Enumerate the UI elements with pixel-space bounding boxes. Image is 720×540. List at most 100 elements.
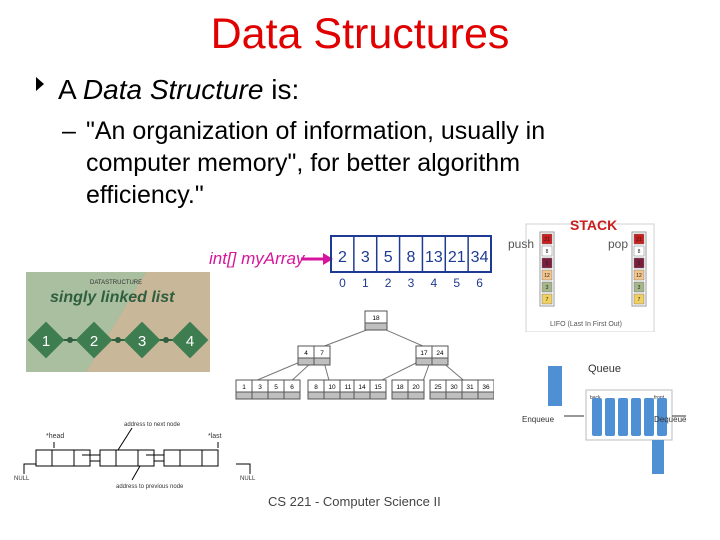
queue-items [564, 398, 686, 436]
queue-container [585, 389, 673, 441]
banner-node-label: 2 [90, 333, 98, 350]
stack-item-label: 12 [544, 273, 550, 279]
stack-item [541, 257, 553, 269]
banner-node [27, 321, 65, 359]
array-declaration-label: int[] myArray [209, 249, 306, 268]
btree-key: 17 [420, 350, 428, 357]
stack-item [541, 233, 553, 245]
stack-item-label: 3 [546, 285, 549, 291]
stack-column-outline [631, 231, 647, 307]
stack-pop-label: pop [608, 237, 628, 251]
doubly-linked-list-diagram: *head *last address to next node address… [14, 422, 256, 490]
stack-item-label: 5 [638, 261, 641, 267]
array-value: 5 [384, 249, 393, 266]
array-index: 3 [408, 276, 415, 290]
stack-left-column: 21 8 5 12 3 7 [539, 231, 555, 307]
banner-chain-link [163, 337, 169, 343]
queue-item [631, 398, 641, 436]
banner-title: singly linked list [50, 289, 175, 306]
btree-key: 11 [345, 384, 352, 391]
previous-address-label: address to previous node [116, 484, 184, 490]
btree-key: 14 [358, 384, 366, 391]
queue-item [657, 398, 667, 436]
array-index: 6 [476, 276, 483, 290]
array-outline [330, 235, 492, 273]
queue-item [605, 398, 615, 436]
head-label: *head [46, 433, 64, 440]
btree-key: 5 [274, 384, 278, 391]
linked-list-banner: DATASTRUCTURE singly linked list 1 2 3 4 [26, 272, 210, 372]
null-right-label: NULL [240, 476, 256, 482]
stack-item [633, 257, 645, 269]
stack-item [633, 233, 645, 245]
btree-key: 15 [374, 384, 382, 391]
array-index: 2 [385, 276, 392, 290]
btree-key: 7 [320, 350, 324, 357]
bullet-triangle-icon [36, 76, 44, 91]
btree-key: 3 [258, 384, 262, 391]
bullet-suffix: is: [263, 74, 300, 105]
stack-item [541, 269, 553, 281]
stack-caption: LIFO (Last In First Out) [550, 321, 622, 328]
btree-key: 36 [482, 384, 490, 391]
banner-chain-link [67, 337, 73, 343]
btree-pointer-row [307, 391, 357, 400]
banner-node-label: 1 [42, 333, 50, 350]
btree-key: 1 [242, 384, 246, 391]
stack-item [541, 293, 553, 305]
slide-title: Data Structures [210, 10, 510, 58]
stack-item-label: 8 [638, 249, 641, 255]
stack-item-label: 7 [638, 297, 641, 303]
dll-node [163, 449, 219, 467]
stack-item [541, 245, 553, 257]
banner-node [75, 321, 113, 359]
queue-item [644, 398, 654, 436]
stack-item-label: 21 [636, 237, 642, 243]
bullet-prefix: A [58, 74, 83, 105]
array-value: 2 [338, 249, 347, 266]
bullet-line: A Data Structure is: [36, 72, 299, 108]
stack-push-label: push [508, 237, 534, 251]
dll-node [99, 449, 155, 467]
banner-node-label: 4 [186, 333, 194, 350]
dll-node [35, 449, 91, 467]
stack-title: STACK [570, 217, 617, 233]
banner-nodes: 1 2 3 4 [27, 321, 209, 359]
banner-node [123, 321, 161, 359]
btree-key: 10 [328, 384, 336, 391]
btree-key: 18 [372, 315, 380, 322]
stack-item [633, 281, 645, 293]
null-right-pointer [236, 463, 251, 474]
btree-key: 6 [290, 384, 294, 391]
stack-item-label: 5 [546, 261, 549, 267]
stack-item [541, 281, 553, 293]
queue-title: Queue [588, 363, 621, 375]
banner-chain-link [115, 337, 121, 343]
array-index: 0 [339, 276, 346, 290]
queue-figure: Queue back front Enqueue Dequeue [522, 363, 687, 474]
banner-header: DATASTRUCTURE [90, 280, 142, 286]
previous-address-pointer [131, 465, 141, 481]
queue-item [618, 398, 628, 436]
btree-key: 8 [314, 384, 318, 391]
array-index: 4 [431, 276, 438, 290]
stack-item [633, 269, 645, 281]
dequeue-label: Dequeue [654, 415, 687, 424]
enqueue-label: Enqueue [522, 415, 555, 424]
banner-node [171, 321, 209, 359]
banner-node-label: 3 [138, 333, 146, 350]
btree-key: 18 [396, 384, 404, 391]
sub-bullet-dash: – [62, 117, 76, 145]
next-address-label: address to next node [124, 422, 181, 428]
null-left-label: NULL [14, 476, 30, 482]
stack-item-label: 3 [638, 285, 641, 291]
stack-item-label: 7 [546, 297, 549, 303]
array-value: 21 [448, 249, 466, 266]
array-value: 13 [425, 249, 443, 266]
stack-item-label: 8 [546, 249, 549, 255]
stack-item-label: 21 [544, 237, 550, 243]
